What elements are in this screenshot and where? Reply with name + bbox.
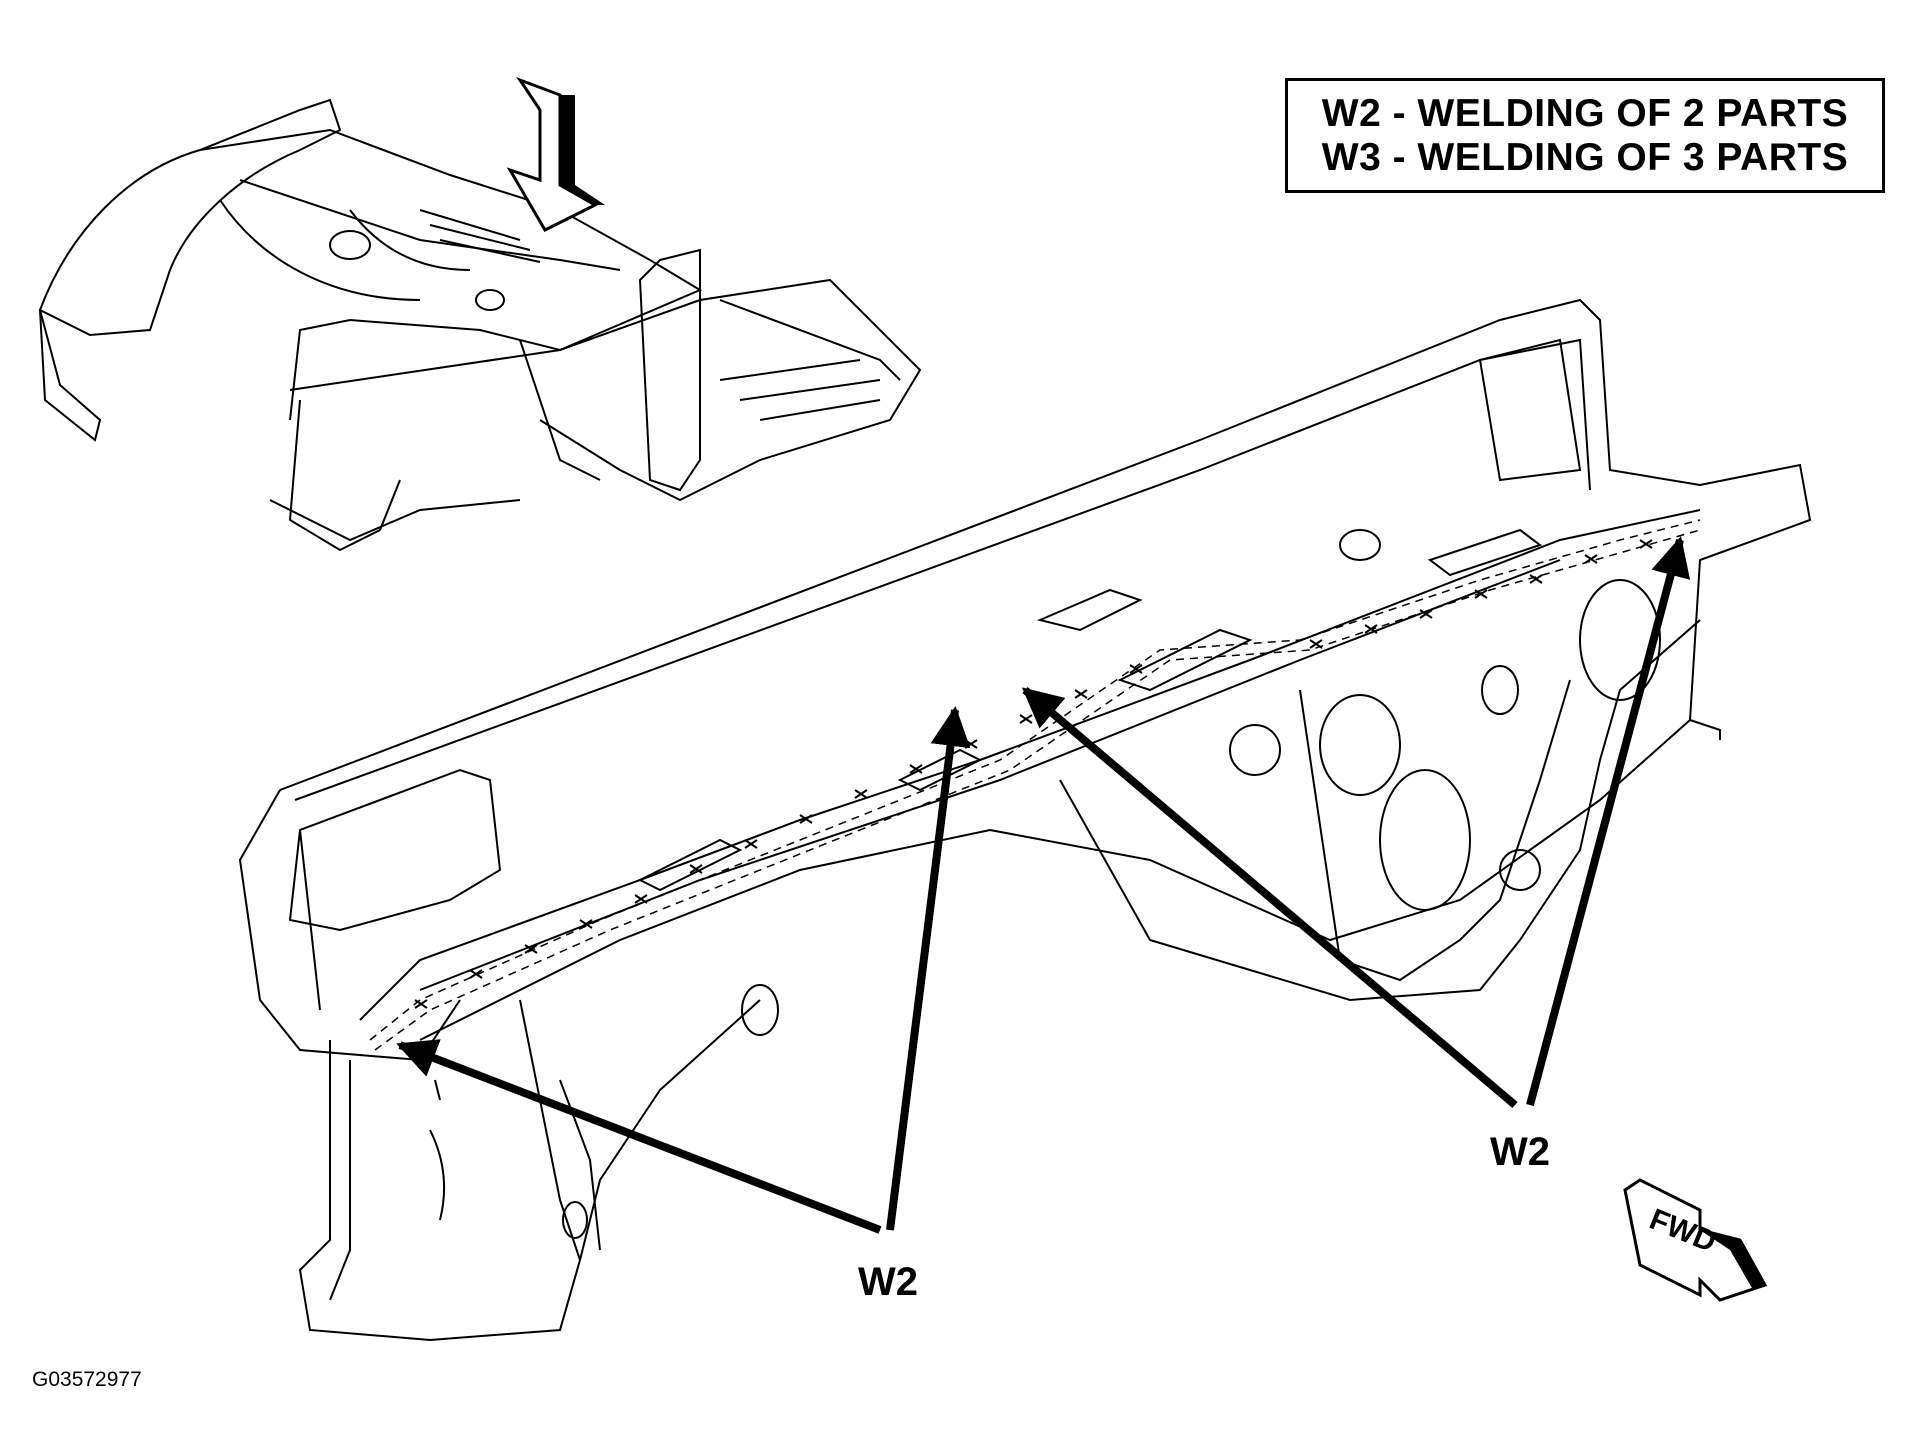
legend-line-w2: W2 - WELDING OF 2 PARTS xyxy=(1321,91,1849,135)
view-direction-arrow xyxy=(506,76,605,232)
weld-seam xyxy=(369,519,1701,1051)
figure-id: G03572977 xyxy=(32,1368,142,1391)
callout-w2-left: W2 xyxy=(858,1260,918,1304)
leader-right-b xyxy=(1526,536,1691,1107)
forward-arrow: FWD xyxy=(1623,1178,1768,1302)
leader-right-a xyxy=(1021,686,1518,1109)
callout-w2-right: W2 xyxy=(1490,1130,1550,1174)
leader-left-a xyxy=(396,1039,882,1234)
legend-line-w3: W3 - WELDING OF 3 PARTS xyxy=(1321,135,1849,179)
cowl-panel xyxy=(238,298,1812,1342)
overview-inset xyxy=(38,98,922,552)
weld-legend: W2 - WELDING OF 2 PARTS W3 - WELDING OF … xyxy=(1285,78,1885,193)
callout-leaders xyxy=(396,536,1691,1234)
leader-left-b xyxy=(886,706,971,1231)
weld-spot-marks xyxy=(414,539,1653,1009)
